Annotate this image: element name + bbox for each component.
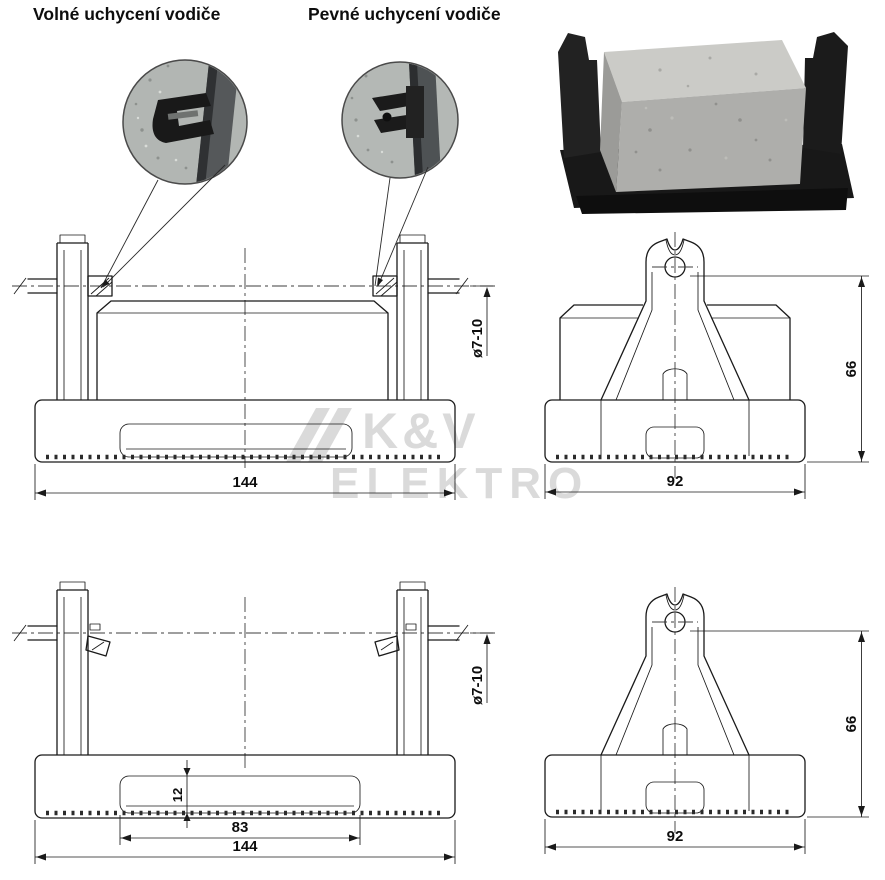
wire-stubs	[27, 625, 460, 641]
fixed-clip-right	[374, 623, 417, 657]
watermark-chevron-icon	[308, 408, 352, 462]
label-fixed-attachment: Pevné uchycení vodiče	[308, 4, 501, 24]
concrete-block-top	[604, 40, 806, 102]
dim-side-top-width-group: 92	[544, 464, 806, 499]
front-view-top: 144 ø7-10	[12, 234, 497, 500]
dim-front-bottom-diameter-group: ø7-10	[469, 632, 493, 705]
dim-side-top-height: 66	[843, 361, 860, 378]
dim-front-bottom-diameter: ø7-10	[469, 666, 486, 705]
base-recess	[119, 775, 361, 814]
dim-side-bottom-width-group: 92	[544, 819, 806, 854]
watermark-line1: K&V	[362, 403, 480, 459]
left-post	[56, 581, 89, 755]
block-outline	[96, 300, 389, 400]
watermark-line2: ELEKTRO	[330, 459, 589, 508]
label-loose-attachment: Volné uchycení vodiče	[33, 4, 221, 24]
dim-front-bottom-recess-width: 83	[232, 819, 249, 836]
left-post	[56, 234, 89, 400]
base-outline	[34, 754, 456, 819]
front-view-bottom: 12 83 144 ø7-10	[12, 581, 497, 864]
wire-clip-icon	[152, 93, 214, 143]
side-view-bottom: 92 66	[545, 587, 869, 854]
wire-stubs	[27, 278, 460, 294]
dim-side-bottom-height: 66	[843, 716, 860, 733]
dim-front-top-diameter-group: ø7-10	[469, 285, 493, 358]
product-photo	[558, 32, 854, 214]
right-post	[396, 234, 429, 400]
dim-side-top-width: 92	[667, 473, 684, 490]
leader-lines	[100, 164, 429, 289]
fixed-clip-left	[85, 623, 111, 657]
dim-front-top-diameter: ø7-10	[469, 319, 486, 358]
dim-front-bottom-width-group: 144	[34, 820, 456, 864]
dim-front-bottom-recess-depth-group: 12	[170, 760, 191, 828]
dim-front-top-width: 144	[232, 474, 258, 491]
callout-fixed-detail	[341, 61, 459, 179]
dim-front-bottom-recess-depth: 12	[170, 788, 185, 802]
dim-side-top-height-group: 66	[690, 275, 869, 463]
dim-front-bottom-recess-width-group: 83	[119, 815, 361, 845]
callout-loose-detail	[122, 59, 248, 185]
watermark-chevron-icon	[286, 408, 330, 462]
block-outline-side	[559, 304, 643, 400]
side-view-top: 92 66	[544, 232, 869, 499]
right-post	[396, 581, 429, 755]
dim-front-top-width-group: 144	[34, 464, 456, 500]
dim-front-bottom-width: 144	[232, 838, 258, 855]
dim-side-bottom-width: 92	[667, 828, 684, 845]
loose-clip-left	[87, 275, 113, 297]
watermark: K&V ELEKTRO	[286, 403, 589, 508]
concrete-block-front	[616, 88, 806, 192]
loose-clip-right	[372, 275, 398, 297]
dim-side-bottom-height-group: 66	[690, 630, 869, 818]
base-outline	[34, 399, 456, 463]
